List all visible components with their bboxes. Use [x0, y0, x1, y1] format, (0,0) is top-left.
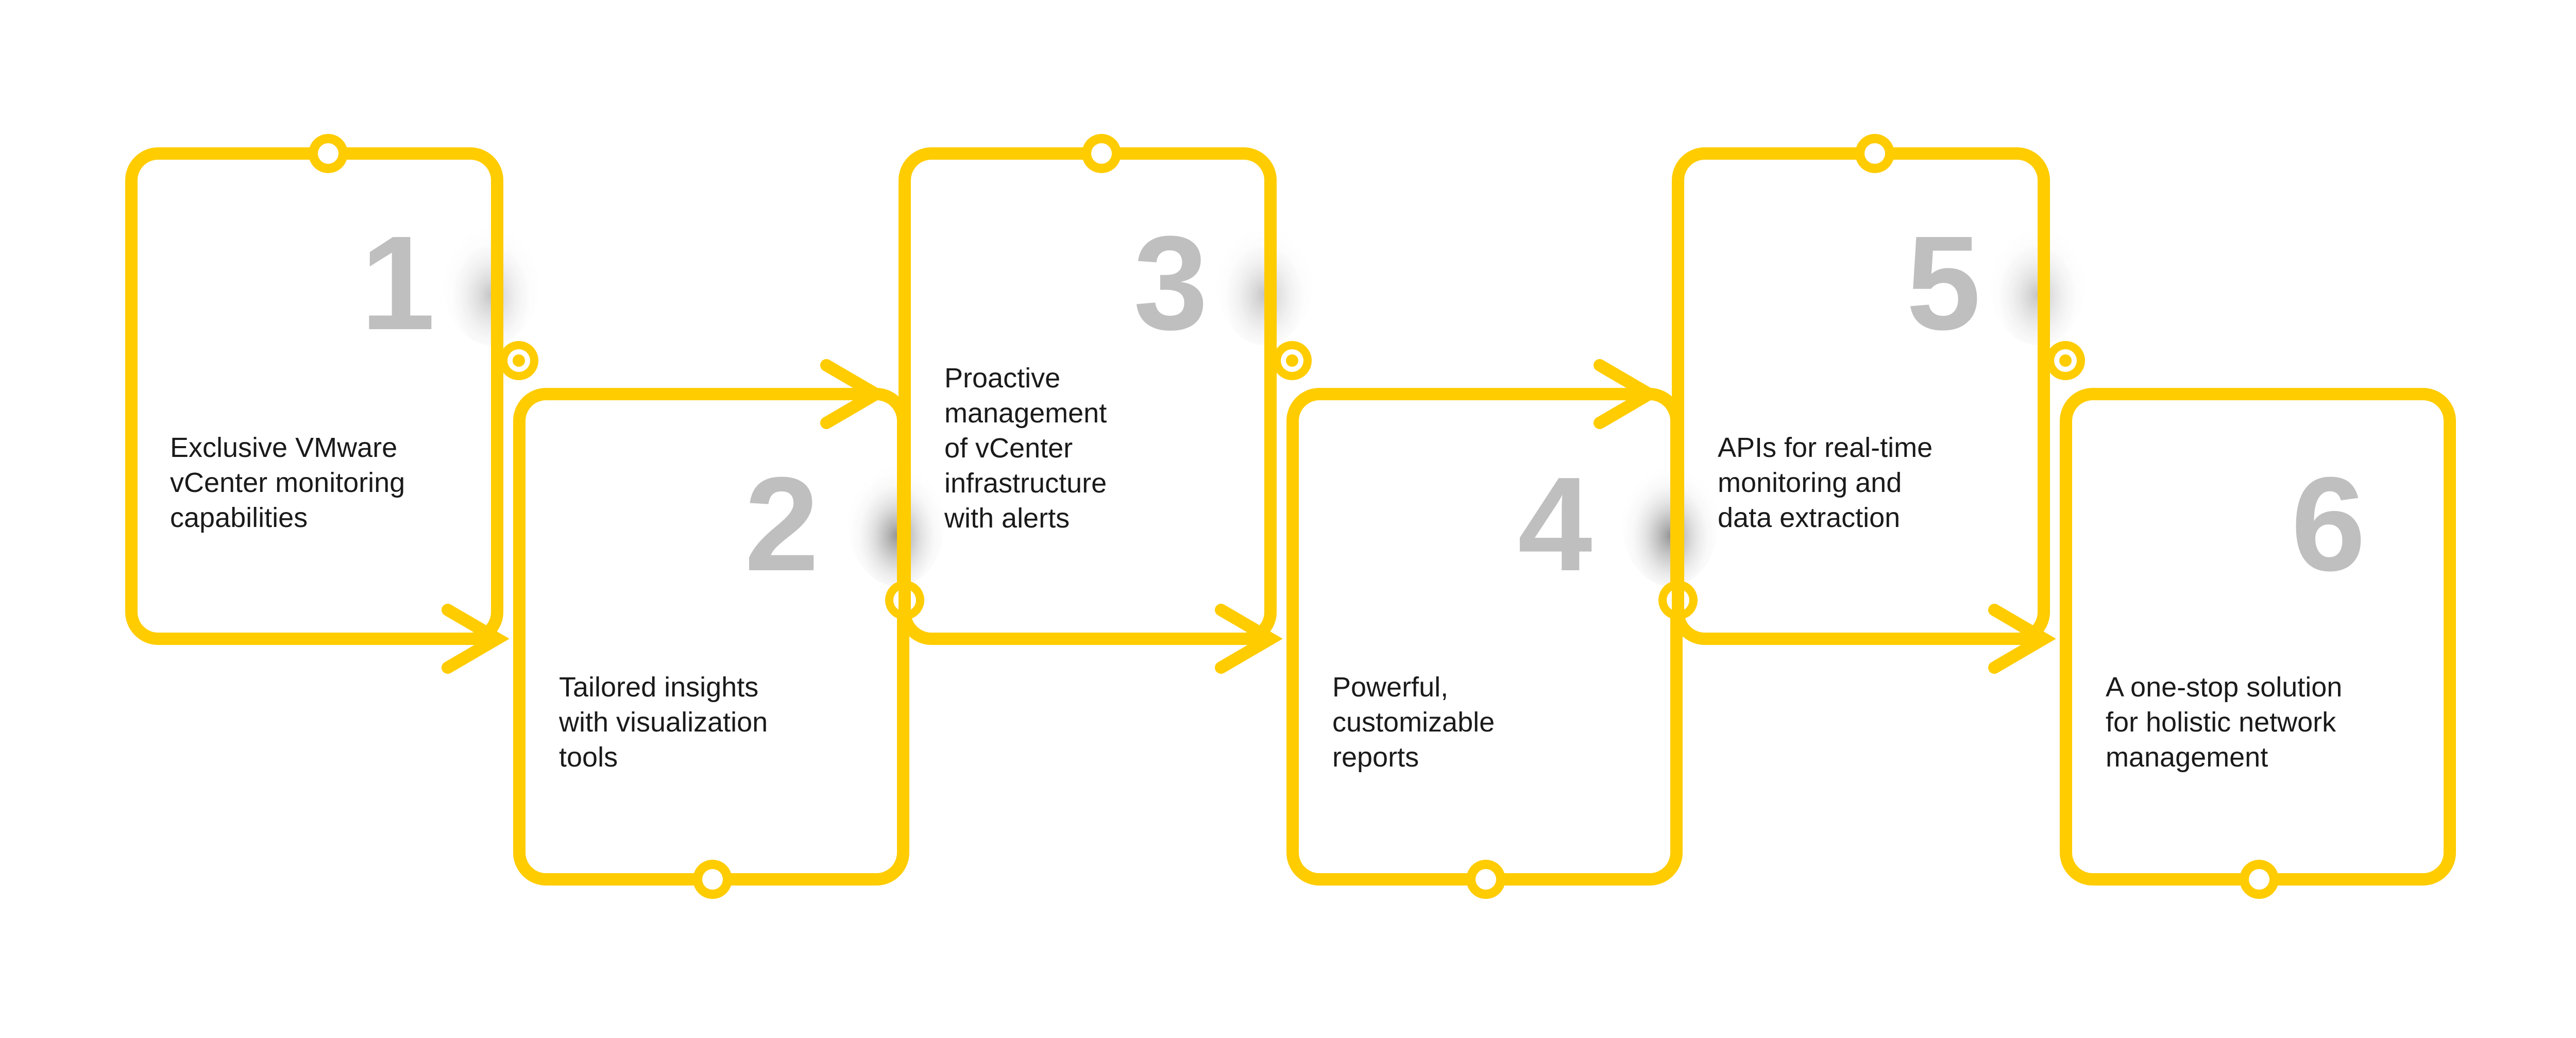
- step-caption-5: APIs for real-time monitoring and data e…: [1718, 432, 1933, 533]
- arrow-right-icon-1: [442, 604, 510, 674]
- hollow-ring-node-icon-2: [702, 869, 723, 890]
- step-number-4: 4: [1518, 450, 1592, 599]
- target-dot-node-icon-5: [2059, 354, 2072, 367]
- step-box-5[interactable]: [1672, 147, 2050, 645]
- hollow-ring-node-icon-4: [1476, 869, 1496, 890]
- step-box-6[interactable]: [2060, 388, 2456, 886]
- step-number-3: 3: [1133, 209, 1208, 358]
- step-caption-4: Powerful, customizable reports: [1332, 672, 1495, 773]
- step-number-2: 2: [744, 450, 819, 599]
- target-dot-node-icon-1: [513, 354, 525, 367]
- hollow-ring-node-icon-5: [1865, 143, 1885, 164]
- step-caption-6: A one-stop solution for holistic network…: [2106, 672, 2343, 773]
- step-caption-2: Tailored insights with visualization too…: [559, 672, 768, 773]
- hollow-ring-node-icon-6: [2249, 869, 2269, 890]
- step-box-1[interactable]: [125, 147, 503, 645]
- step-caption-1: Exclusive VMware vCenter monitoring capa…: [170, 432, 405, 533]
- target-dot-node-icon-3: [1286, 354, 1298, 367]
- step-box-4[interactable]: [1286, 388, 1683, 886]
- step-box-2[interactable]: [513, 388, 909, 886]
- arrow-right-icon-4: [1594, 359, 1662, 429]
- step-number-1: 1: [361, 209, 435, 358]
- arrow-right-icon-5: [1988, 604, 2056, 674]
- hollow-ring-node-icon-1: [318, 143, 338, 164]
- arrow-right-icon-3: [1215, 604, 1283, 674]
- arrow-right-icon-2: [820, 359, 888, 429]
- step-caption-3: Proactive management of vCenter infrastr…: [944, 363, 1107, 534]
- step-number-5: 5: [1906, 209, 1981, 358]
- hollow-ring-node-icon-3: [1091, 143, 1112, 164]
- step-number-6: 6: [2291, 450, 2366, 599]
